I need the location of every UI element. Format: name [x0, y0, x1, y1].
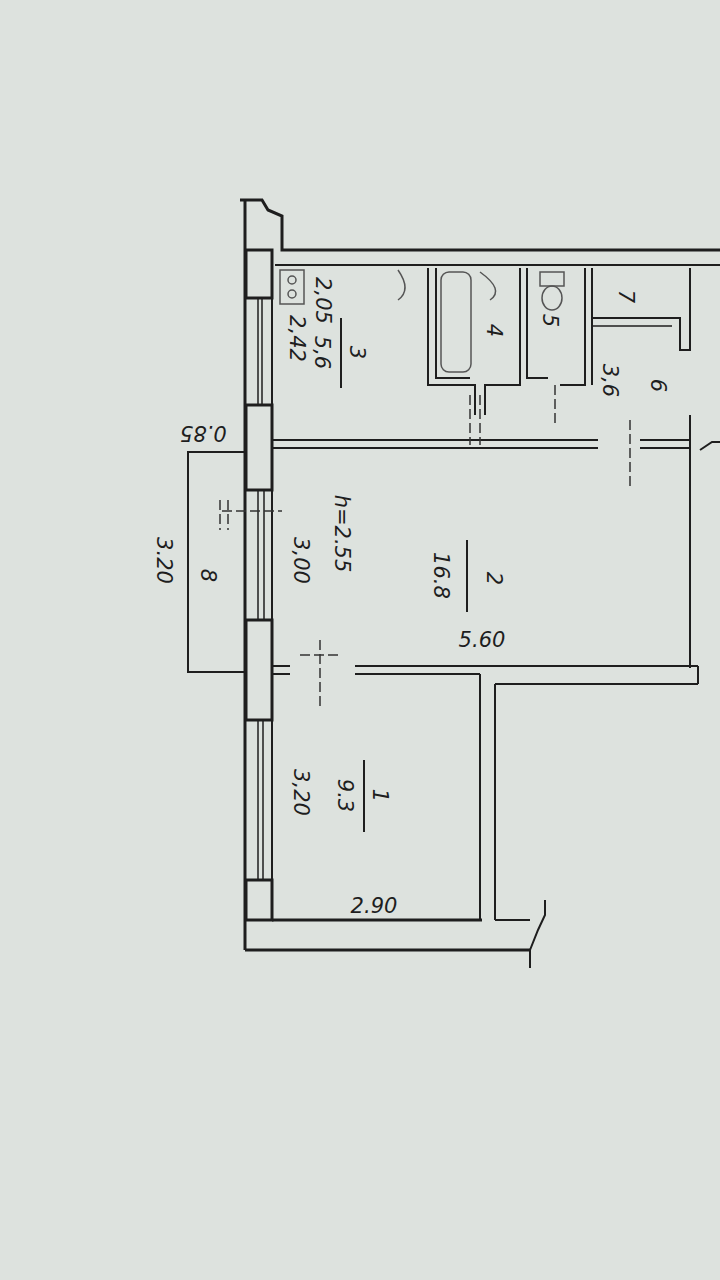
- plan-label: 2: [484, 571, 505, 584]
- plan-label: 5,6: [312, 335, 333, 368]
- plan-label: 2,42: [285, 315, 306, 362]
- plan-label: 3,00: [289, 537, 310, 584]
- plan-label: h=2.55: [331, 494, 352, 572]
- plan-label: 6: [648, 378, 669, 391]
- plan-label: 2,05: [311, 277, 332, 324]
- plan-label: 3.20: [152, 537, 173, 584]
- plan-label: 4: [484, 323, 505, 336]
- plan-label: 3: [347, 345, 368, 358]
- plan-label: 0.85: [180, 422, 227, 443]
- plan-label: 2.90: [351, 896, 398, 917]
- plan-label: 8: [198, 568, 219, 581]
- plan-label: 7: [616, 289, 637, 302]
- plan-label: 16.8: [429, 552, 450, 599]
- plan-label: 3,6: [600, 363, 621, 396]
- plan-label: 3,20: [289, 769, 310, 816]
- plan-label: 9.3: [335, 778, 356, 811]
- plan-label: 5: [540, 313, 561, 326]
- plan-label: 5.60: [459, 630, 506, 651]
- plan-label: 1: [370, 788, 391, 801]
